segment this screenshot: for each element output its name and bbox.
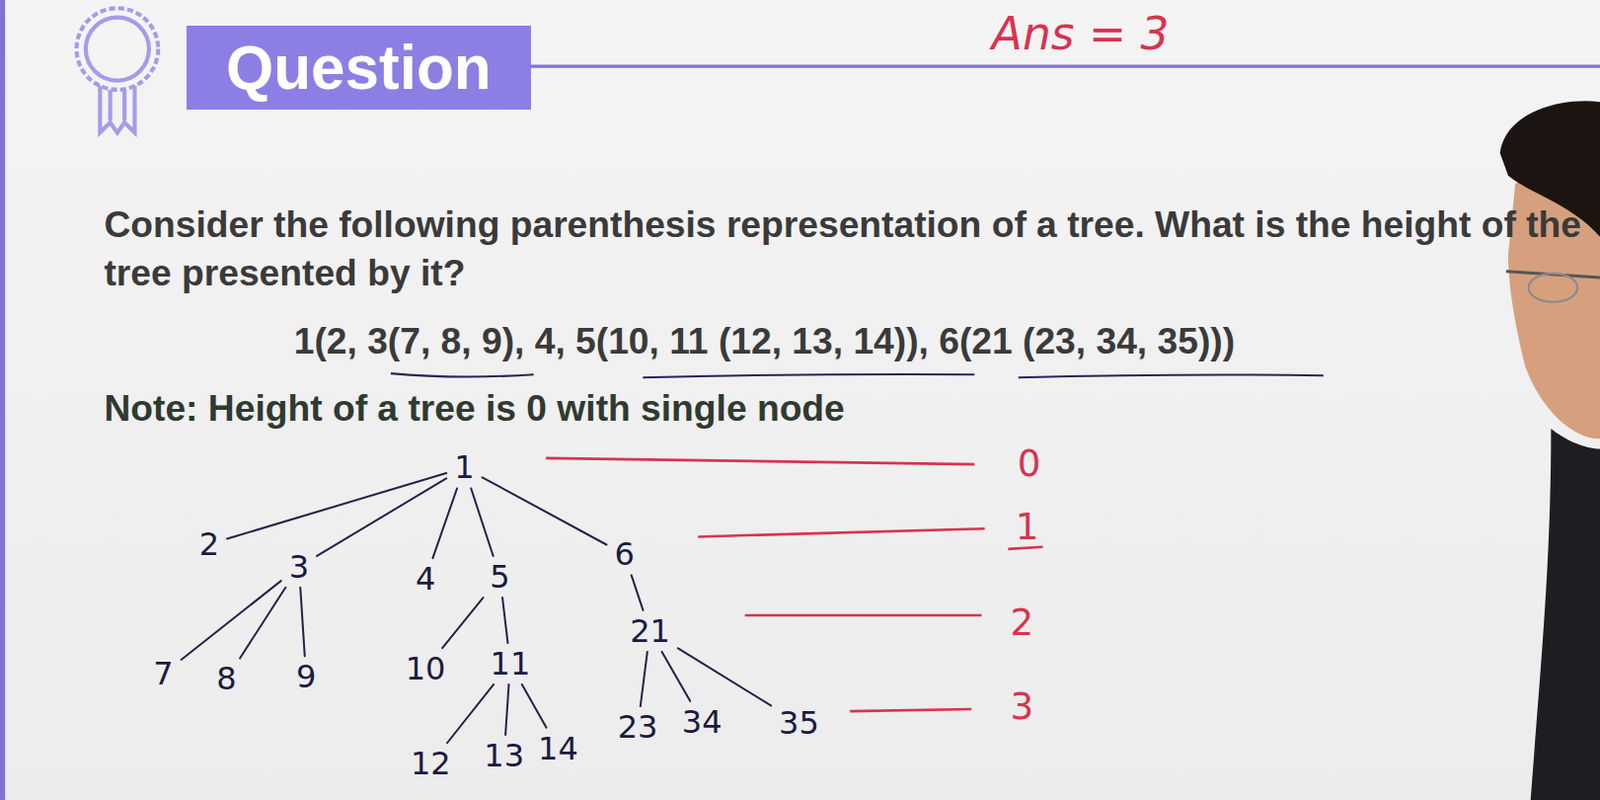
tree-node: 6 xyxy=(609,535,639,572)
tree-node: 12 xyxy=(405,745,457,781)
node-number: 8 xyxy=(216,662,236,694)
tree-node: 35 xyxy=(773,704,825,741)
level-number: 0 xyxy=(1017,441,1042,486)
answer-note: Ans = 3 xyxy=(991,7,1170,63)
question-text: Consider the following parenthesis repre… xyxy=(103,200,1600,299)
tree-edge xyxy=(316,477,447,555)
tree-edge xyxy=(662,651,691,701)
node-number: 14 xyxy=(537,732,579,764)
tree-node: 13 xyxy=(478,737,530,773)
node-number: 9 xyxy=(296,660,316,692)
tree-node: 2 xyxy=(194,526,225,562)
level-number: 2 xyxy=(1009,600,1034,645)
node-number: 7 xyxy=(152,657,173,689)
tree-edge xyxy=(678,647,771,705)
tree-edge xyxy=(470,488,493,557)
tree-node: 3 xyxy=(284,548,314,585)
note-text: Note: Height of a tree is 0 with single … xyxy=(103,385,844,431)
title-banner: Question xyxy=(186,25,531,110)
tree-node: 9 xyxy=(291,658,321,694)
tree-edge xyxy=(239,587,286,659)
tree-node: 14 xyxy=(533,730,584,766)
title-text: Question xyxy=(226,32,492,103)
tree-edge xyxy=(522,684,547,728)
tree-edge xyxy=(432,488,458,559)
tree-edge xyxy=(502,597,508,643)
expression-underlines xyxy=(390,373,1324,378)
level-lines xyxy=(545,457,1043,711)
tree-edge xyxy=(181,580,282,660)
tree-node: 21 xyxy=(624,612,676,649)
node-number: 10 xyxy=(405,652,447,685)
node-number: 13 xyxy=(483,739,525,771)
tree-node: 4 xyxy=(410,560,441,597)
award-icon xyxy=(76,7,159,133)
node-number: 2 xyxy=(199,528,220,560)
slide-edge-strip xyxy=(0,0,5,800)
level-number: 1 xyxy=(1015,504,1040,549)
node-number: 3 xyxy=(289,550,309,583)
node-number: 11 xyxy=(490,647,532,680)
node-number: 6 xyxy=(613,537,634,570)
node-number: 12 xyxy=(410,747,452,779)
tree-edge xyxy=(631,574,644,610)
level-number: 3 xyxy=(1009,684,1034,729)
tree-node: 8 xyxy=(211,660,241,696)
node-number: 34 xyxy=(682,705,723,738)
tree-edge xyxy=(227,472,447,539)
node-number: 4 xyxy=(415,562,436,595)
tree-edge xyxy=(640,651,648,706)
title-rule xyxy=(531,65,1600,69)
tree-edge xyxy=(300,587,305,657)
tree-node: 23 xyxy=(612,708,664,745)
node-number: 21 xyxy=(629,614,671,647)
tree-node: 5 xyxy=(484,558,515,595)
tree-node: 1 xyxy=(449,449,479,485)
tree-node: 11 xyxy=(485,645,536,682)
tree-edge xyxy=(482,476,608,544)
parenthesis-expression: 1(2, 3(7, 8, 9), 4, 5(10, 11 (12, 13, 14… xyxy=(294,318,1235,364)
tree-edge xyxy=(447,684,494,743)
tree-edge xyxy=(505,684,509,735)
node-number: 23 xyxy=(617,710,659,743)
tree-node: 7 xyxy=(148,655,178,691)
node-number: 1 xyxy=(454,451,474,483)
node-number: 5 xyxy=(489,560,510,593)
tree-edge xyxy=(442,597,483,648)
tree-node: 34 xyxy=(677,703,728,740)
tree-node: 10 xyxy=(400,650,452,686)
node-number: 35 xyxy=(778,706,820,739)
